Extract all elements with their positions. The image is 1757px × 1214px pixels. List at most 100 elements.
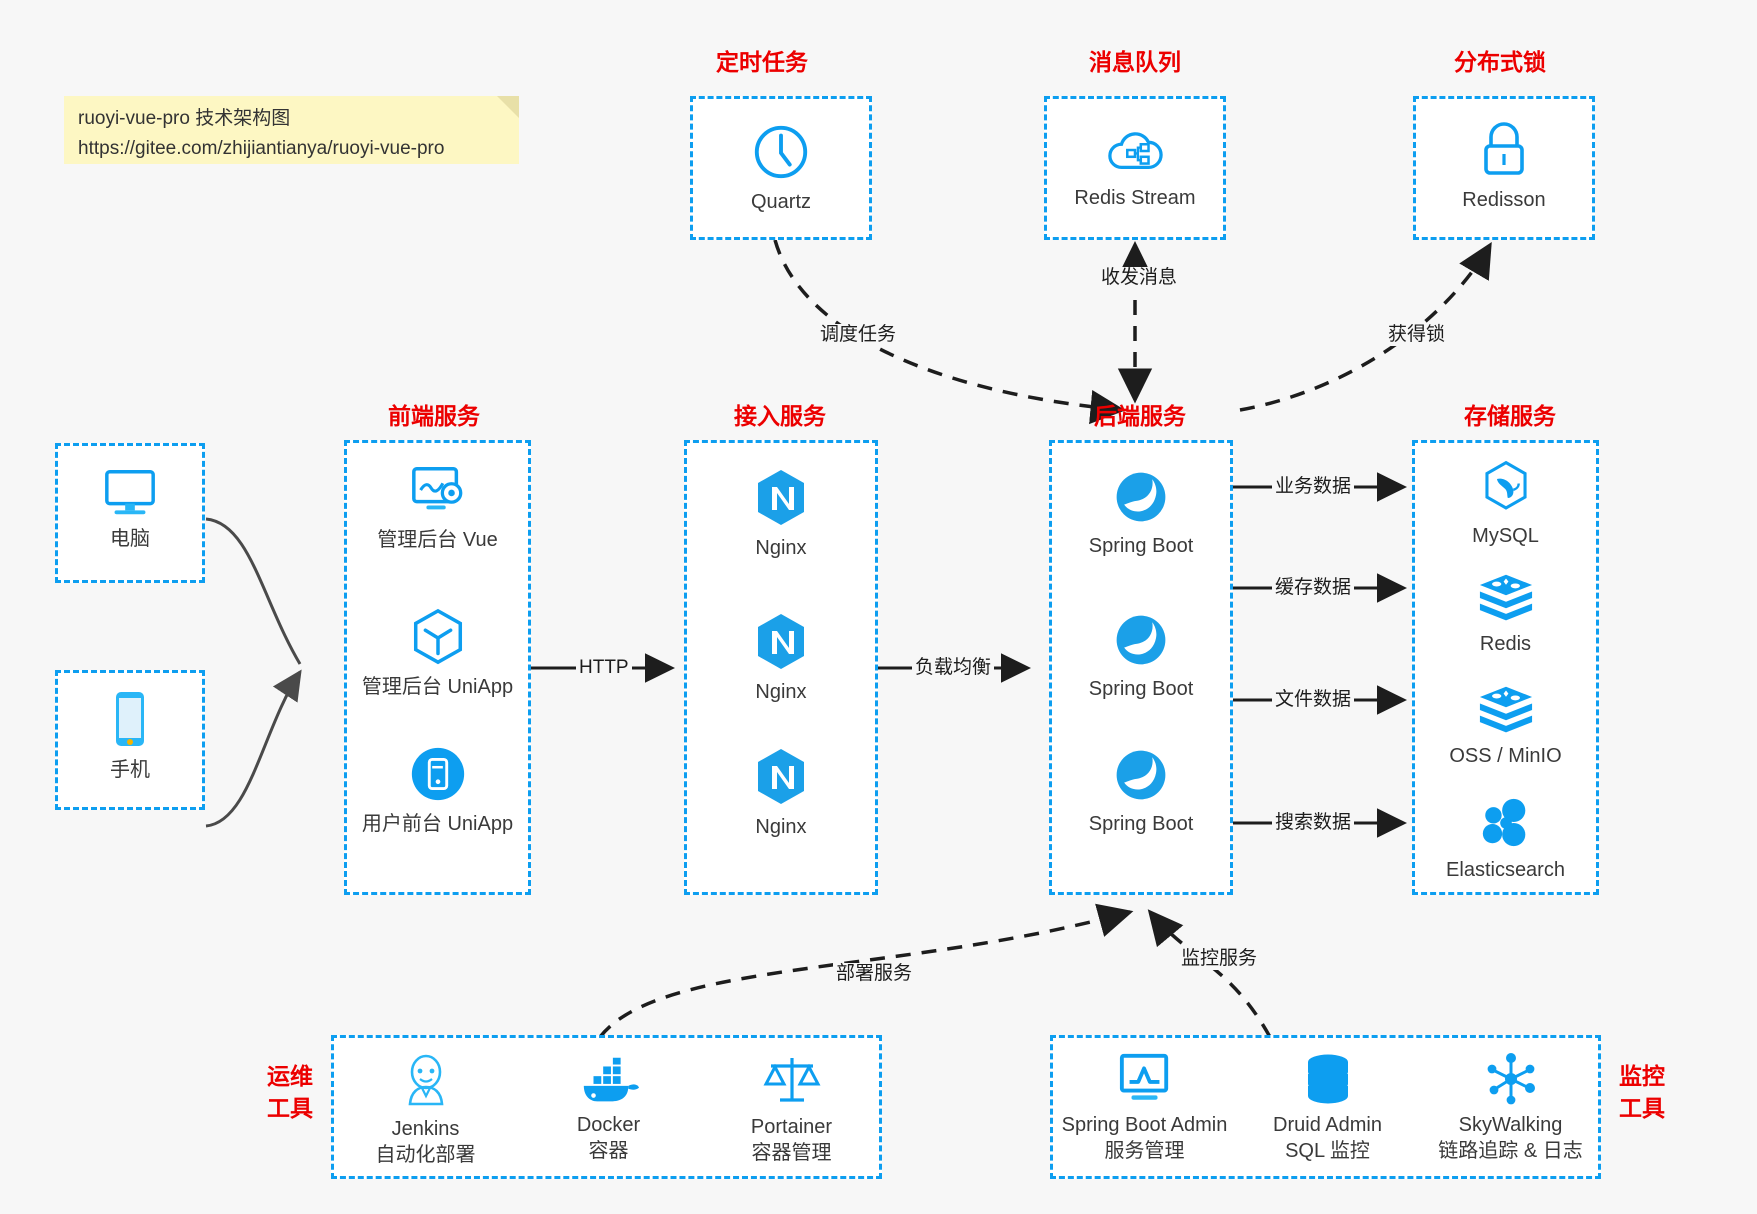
node-label: 电脑 bbox=[110, 528, 150, 550]
node-oss-minio[interactable]: OSS / MinIO bbox=[1415, 683, 1596, 769]
node-portainer[interactable]: Portainer 容器管理 bbox=[700, 1052, 883, 1166]
desktop-icon bbox=[105, 469, 155, 515]
group-box-scheduled-task: Quartz bbox=[690, 96, 872, 240]
edge-label-lb: 负载均衡 bbox=[912, 657, 995, 679]
node-label: 管理后台 Vue bbox=[377, 529, 498, 551]
edge-label-biz-data: 业务数据 bbox=[1272, 476, 1355, 498]
node-spring-boot-1[interactable]: Spring Boot bbox=[1052, 467, 1230, 559]
node-label: Elasticsearch bbox=[1446, 859, 1565, 881]
node-nginx-2[interactable]: Nginx bbox=[687, 611, 875, 705]
group-label-storage: 存储服务 bbox=[1464, 403, 1556, 429]
app-tile-icon bbox=[411, 747, 464, 801]
mysql-dolphin-icon bbox=[1484, 460, 1527, 510]
group-box-message-queue: Redis Stream bbox=[1044, 96, 1226, 240]
monitor-chart-icon bbox=[1119, 1053, 1168, 1100]
edge-label-lock: 获得锁 bbox=[1385, 324, 1449, 346]
redis-stack-icon bbox=[1479, 574, 1532, 621]
diagram-note: ruoyi-vue-pro 技术架构图 https://gitee.com/zh… bbox=[64, 96, 519, 164]
node-jenkins[interactable]: Jenkins 自动化部署 bbox=[334, 1052, 517, 1168]
node-label: Portainer bbox=[750, 1116, 833, 1138]
group-label-distributed-lock: 分布式锁 bbox=[1454, 49, 1546, 75]
node-spring-boot-3[interactable]: Spring Boot bbox=[1052, 745, 1230, 837]
group-label-scheduled-task: 定时任务 bbox=[716, 49, 808, 75]
cube-icon bbox=[413, 608, 462, 665]
node-user-uniapp[interactable]: 用户前台 UniApp bbox=[347, 743, 528, 837]
node-label: 管理后台 UniApp bbox=[361, 676, 514, 698]
redis-stack-icon bbox=[1479, 686, 1532, 733]
node-label: Nginx bbox=[755, 816, 807, 838]
node-label: Quartz bbox=[750, 191, 812, 213]
jenkins-butler-icon bbox=[408, 1054, 443, 1106]
edge-label-cache-data: 缓存数据 bbox=[1272, 577, 1355, 599]
node-mobile[interactable]: 手机 bbox=[58, 689, 202, 783]
spring-leaf-icon bbox=[1116, 615, 1166, 665]
group-box-monitoring: Spring Boot Admin 服务管理 Druid Admin SQL 监… bbox=[1050, 1035, 1601, 1179]
node-skywalking[interactable]: SkyWalking 链路追踪 & 日志 bbox=[1419, 1052, 1602, 1164]
node-admin-uniapp[interactable]: 管理后台 UniApp bbox=[347, 606, 528, 700]
database-icon bbox=[1307, 1054, 1348, 1104]
node-spring-boot-2[interactable]: Spring Boot bbox=[1052, 610, 1230, 702]
group-box-client-desktop: 电脑 bbox=[55, 443, 205, 583]
node-nginx-1[interactable]: Nginx bbox=[687, 467, 875, 561]
edge-label-monitor: 监控服务 bbox=[1178, 948, 1261, 970]
edge-label-mq: 收发消息 bbox=[1098, 267, 1181, 289]
group-box-distributed-lock: Redisson bbox=[1413, 96, 1595, 240]
node-label: Spring Boot bbox=[1088, 813, 1194, 835]
node-sublabel: 服务管理 bbox=[1104, 1140, 1185, 1162]
node-sublabel: 容器 bbox=[588, 1140, 629, 1162]
group-label-devops: 运维 工具 bbox=[255, 1060, 325, 1124]
node-label: 手机 bbox=[110, 759, 150, 781]
spring-leaf-icon bbox=[1116, 472, 1166, 522]
node-label: Redisson bbox=[1462, 189, 1546, 211]
group-box-storage: MySQL Redis OSS / MinIO bbox=[1412, 440, 1599, 895]
node-label: SkyWalking bbox=[1458, 1114, 1563, 1136]
elasticsearch-icon bbox=[1482, 798, 1525, 847]
nginx-icon bbox=[758, 614, 804, 669]
node-sublabel: 容器管理 bbox=[751, 1142, 832, 1164]
devops-label-line1: 运维 bbox=[267, 1063, 313, 1089]
group-box-frontend: 管理后台 Vue 管理后台 UniApp 用户前台 UniApp bbox=[344, 440, 531, 895]
node-sublabel: 链路追踪 & 日志 bbox=[1438, 1140, 1583, 1162]
lock-icon bbox=[1484, 122, 1524, 175]
edge-label-deploy: 部署服务 bbox=[833, 963, 916, 985]
group-box-gateway: Nginx Nginx Nginx bbox=[684, 440, 878, 895]
devops-label-line2: 工具 bbox=[267, 1095, 313, 1121]
node-redis-stream[interactable]: Redis Stream bbox=[1047, 123, 1223, 211]
node-spring-boot-admin[interactable]: Spring Boot Admin 服务管理 bbox=[1053, 1052, 1236, 1164]
portainer-scale-icon bbox=[763, 1058, 820, 1102]
node-redisson[interactable]: Redisson bbox=[1416, 119, 1592, 213]
clock-icon bbox=[754, 125, 808, 179]
node-nginx-3[interactable]: Nginx bbox=[687, 746, 875, 840]
dashboard-gear-icon bbox=[411, 467, 462, 510]
nginx-icon bbox=[758, 749, 804, 804]
group-box-client-mobile: 手机 bbox=[55, 670, 205, 810]
node-label: Jenkins bbox=[391, 1118, 460, 1140]
group-box-devops: Jenkins 自动化部署 Docker 容器 bbox=[331, 1035, 882, 1179]
mobile-icon bbox=[116, 692, 144, 746]
node-elasticsearch[interactable]: Elasticsearch bbox=[1415, 795, 1596, 883]
note-fold-corner bbox=[497, 96, 519, 118]
group-label-gateway: 接入服务 bbox=[734, 403, 826, 429]
node-label: Spring Boot Admin bbox=[1061, 1114, 1228, 1136]
group-label-backend: 后端服务 bbox=[1094, 403, 1186, 429]
node-quartz[interactable]: Quartz bbox=[693, 121, 869, 215]
node-admin-vue[interactable]: 管理后台 Vue bbox=[347, 463, 528, 553]
node-label: MySQL bbox=[1472, 525, 1539, 547]
node-label: Redis Stream bbox=[1074, 187, 1196, 209]
spring-leaf-icon bbox=[1116, 750, 1166, 800]
node-label: OSS / MinIO bbox=[1449, 745, 1562, 767]
skywalking-node-icon bbox=[1487, 1053, 1535, 1105]
group-label-message-queue: 消息队列 bbox=[1089, 49, 1181, 75]
edge-label-search-data: 搜索数据 bbox=[1272, 812, 1355, 834]
node-redis[interactable]: Redis bbox=[1415, 571, 1596, 657]
node-druid-admin[interactable]: Druid Admin SQL 监控 bbox=[1236, 1052, 1419, 1164]
node-label: Docker bbox=[576, 1114, 641, 1136]
node-label: Nginx bbox=[755, 537, 807, 559]
node-docker[interactable]: Docker 容器 bbox=[517, 1056, 700, 1164]
monitoring-label-line2: 工具 bbox=[1619, 1095, 1665, 1121]
group-box-backend: Spring Boot Spring Boot Spring Boot bbox=[1049, 440, 1233, 895]
node-sublabel: SQL 监控 bbox=[1285, 1140, 1370, 1162]
node-label: 用户前台 UniApp bbox=[361, 813, 514, 835]
node-desktop[interactable]: 电脑 bbox=[58, 464, 202, 552]
node-mysql[interactable]: MySQL bbox=[1415, 459, 1596, 549]
